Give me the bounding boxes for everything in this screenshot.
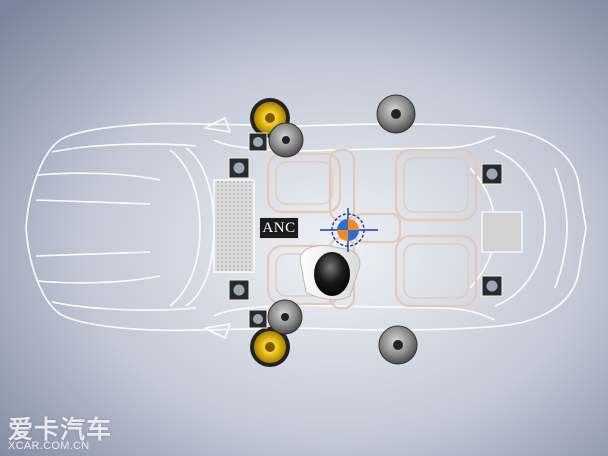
square-tweeter-icon — [248, 309, 268, 329]
crosshair-microphone-icon — [320, 208, 378, 252]
square-tweeter-icon — [228, 279, 250, 301]
woofer-speaker-icon — [250, 327, 290, 367]
square-tweeter-icon — [228, 157, 250, 179]
watermark-site: XCAR.COM.CN — [8, 440, 90, 452]
car-outline — [25, 117, 587, 339]
gray-speaker-icon — [376, 94, 416, 134]
square-tweeter-icon — [248, 132, 268, 152]
gray-speaker-icon — [378, 325, 418, 365]
square-tweeter-icon — [481, 275, 503, 297]
rear-panel — [481, 211, 523, 253]
watermark-brand: 爱卡汽车 — [8, 415, 113, 444]
square-tweeter-icon — [481, 163, 503, 185]
driver-head-icon — [299, 245, 361, 300]
gray-speaker-icon — [268, 122, 304, 158]
gray-speaker-icon — [267, 299, 303, 335]
anc-label: ANC — [259, 217, 299, 239]
front-grille-panel — [213, 179, 255, 273]
